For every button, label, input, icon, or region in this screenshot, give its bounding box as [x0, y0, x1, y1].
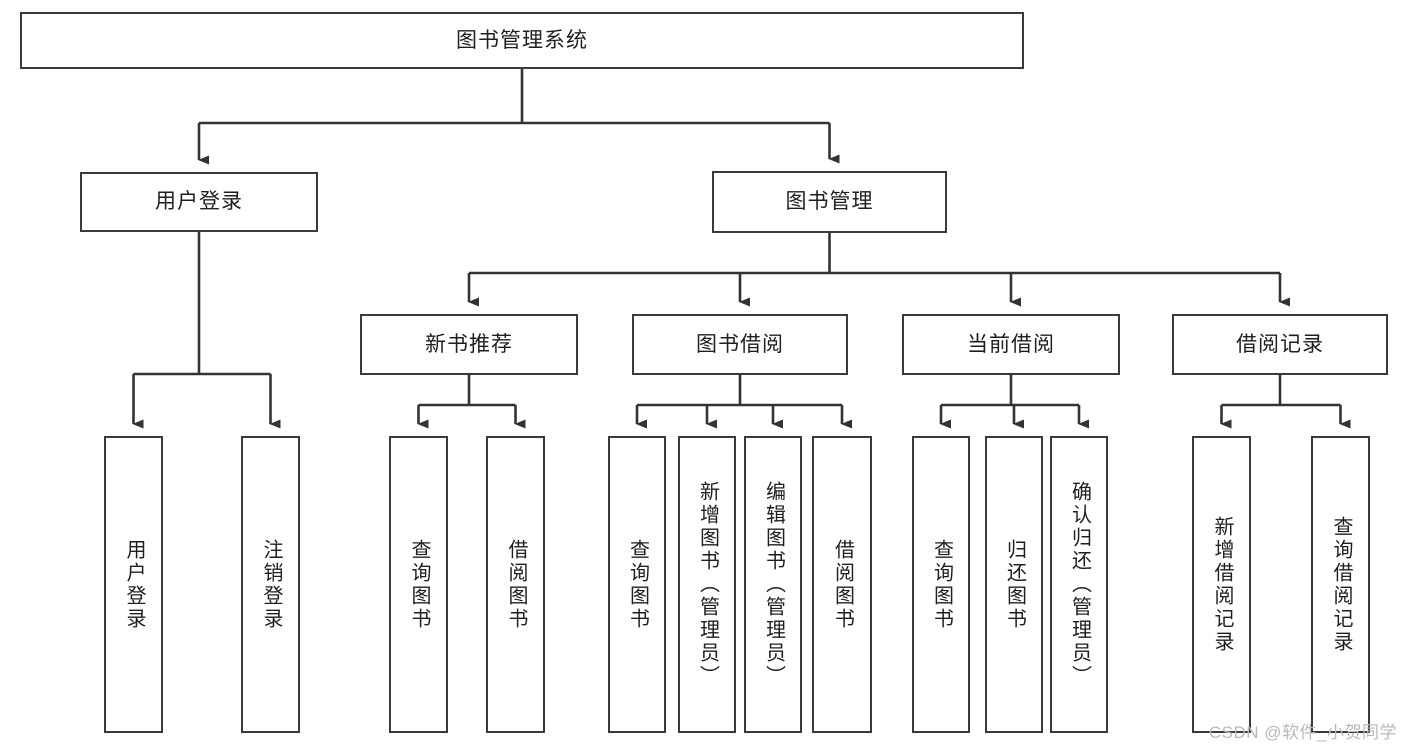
leaf-borrow-edit-book-label: 编辑图书（管理员）: [762, 481, 785, 688]
leaf-borrow-borrow-book-label: 借阅图书: [831, 538, 854, 631]
node-book-manage-label: 图书管理: [785, 190, 874, 214]
node-current-borrow-label: 当前借阅: [967, 332, 1055, 356]
leaf-recommend-query-book-label: 查询图书: [408, 538, 430, 631]
leaf-recommend-borrow-book[interactable]: 借阅图书: [486, 436, 545, 733]
leaf-user-logout[interactable]: 注销登录: [241, 436, 300, 733]
leaf-current-return-book-label: 归还图书: [1003, 538, 1026, 631]
leaf-borrow-query-book[interactable]: 查询图书: [608, 436, 666, 733]
leaf-current-confirm-return[interactable]: 确认归还（管理员）: [1050, 436, 1108, 733]
leaf-record-query-label: 查询借阅记录: [1330, 515, 1352, 654]
leaf-recommend-query-book[interactable]: 查询图书: [389, 436, 448, 733]
leaf-user-login-label: 用户登录: [123, 538, 145, 631]
leaf-current-query-book[interactable]: 查询图书: [912, 436, 970, 733]
node-book-borrow-label: 图书借阅: [696, 332, 784, 356]
leaf-record-add[interactable]: 新增借阅记录: [1192, 436, 1251, 733]
node-user-login[interactable]: 用户登录: [80, 172, 318, 232]
leaf-current-confirm-return-label: 确认归还（管理员）: [1068, 481, 1091, 688]
node-new-book-recommend[interactable]: 新书推荐: [360, 314, 578, 375]
leaf-borrow-add-book-label: 新增图书（管理员）: [696, 481, 719, 688]
node-borrow-record[interactable]: 借阅记录: [1172, 314, 1388, 375]
leaf-recommend-borrow-book-label: 借阅图书: [505, 538, 527, 631]
node-borrow-record-label: 借阅记录: [1236, 332, 1324, 356]
leaf-record-add-label: 新增借阅记录: [1211, 515, 1233, 654]
leaf-user-logout-label: 注销登录: [260, 538, 282, 631]
node-user-login-label: 用户登录: [155, 190, 243, 214]
node-current-borrow[interactable]: 当前借阅: [902, 314, 1120, 375]
leaf-current-query-book-label: 查询图书: [930, 538, 953, 631]
node-root-label: 图书管理系统: [456, 28, 588, 52]
leaf-record-query[interactable]: 查询借阅记录: [1311, 436, 1370, 733]
leaf-user-login[interactable]: 用户登录: [104, 436, 163, 733]
leaf-borrow-borrow-book[interactable]: 借阅图书: [812, 436, 872, 733]
leaf-current-return-book[interactable]: 归还图书: [985, 436, 1043, 733]
leaf-borrow-query-book-label: 查询图书: [626, 538, 649, 631]
node-book-manage[interactable]: 图书管理: [712, 171, 947, 233]
node-new-book-recommend-label: 新书推荐: [425, 332, 513, 356]
node-root[interactable]: 图书管理系统: [20, 12, 1024, 69]
node-book-borrow[interactable]: 图书借阅: [632, 314, 848, 375]
leaf-borrow-edit-book[interactable]: 编辑图书（管理员）: [744, 436, 802, 733]
leaf-borrow-add-book[interactable]: 新增图书（管理员）: [678, 436, 736, 733]
